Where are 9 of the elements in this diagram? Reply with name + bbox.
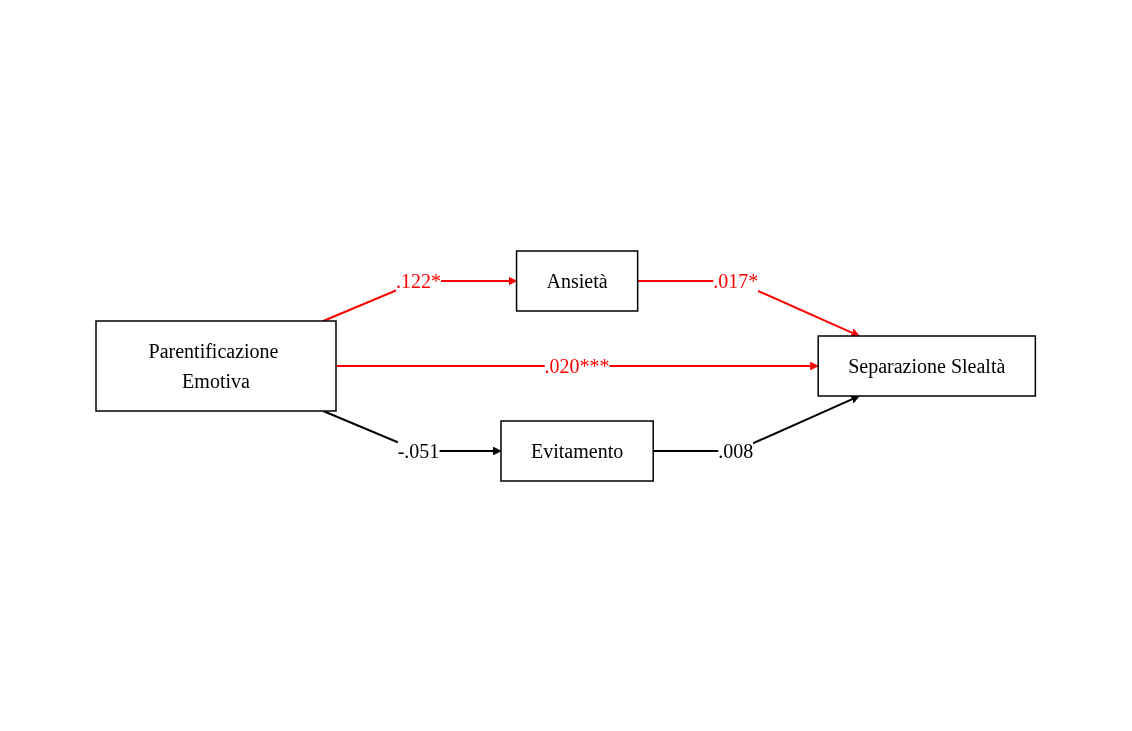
edge-label: .017*: [713, 269, 759, 292]
node-box: Parentificazione Emotiva: [95, 319, 338, 412]
node-box: Evitamento: [500, 419, 655, 482]
edge-label: .020***: [544, 354, 610, 377]
node-box: Separazione Slealtà: [817, 334, 1037, 397]
edge-label: -.051: [397, 439, 440, 462]
node-box: Ansietà: [516, 249, 639, 312]
edge-label: .008: [718, 439, 754, 462]
edge-label: .122*: [396, 269, 442, 292]
